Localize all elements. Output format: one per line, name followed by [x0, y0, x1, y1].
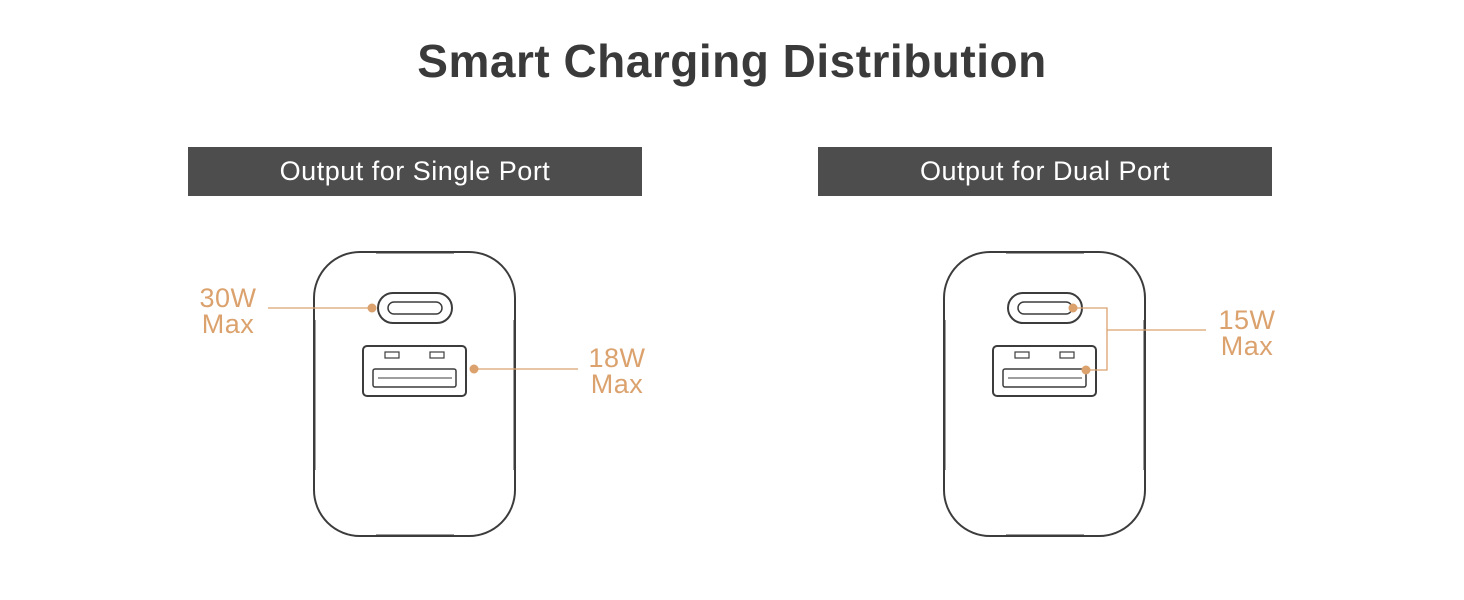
single-port-header: Output for Single Port	[188, 147, 642, 196]
single-port-leaders	[268, 303, 578, 374]
usb-a-single-output-label: 18W Max	[582, 343, 652, 399]
usb-c-port-icon	[377, 292, 453, 324]
dual-watts: 15W	[1218, 305, 1276, 335]
dual-port-output-label: 15W Max	[1210, 305, 1284, 361]
callout-dot-icon	[1081, 365, 1091, 375]
usb-c-watts: 30W	[199, 283, 257, 313]
single-port-header-label: Output for Single Port	[279, 156, 551, 186]
callout-dot-icon	[1068, 303, 1078, 313]
page-title: Smart Charging Distribution	[417, 35, 1047, 87]
dual-port-header-label: Output for Dual Port	[919, 156, 1171, 186]
usb-a-watts: 18W	[588, 343, 646, 373]
usb-c-single-output-label: 30W Max	[190, 283, 266, 339]
charger-outline-icon	[943, 251, 1146, 537]
callout-dot-icon	[367, 303, 377, 313]
usb-a-port-icon	[362, 345, 467, 397]
charger-outline-icon	[313, 251, 516, 537]
dual-port-leaders	[1068, 303, 1206, 375]
usb-a-port-icon	[992, 345, 1097, 397]
usb-c-max: Max	[201, 309, 255, 339]
callout-dot-icon	[469, 364, 479, 374]
dual-port-header: Output for Dual Port	[818, 147, 1272, 196]
dual-max: Max	[1220, 331, 1274, 361]
single-port-charger	[313, 251, 516, 537]
dual-port-charger	[943, 251, 1146, 537]
usb-a-max: Max	[590, 369, 644, 399]
